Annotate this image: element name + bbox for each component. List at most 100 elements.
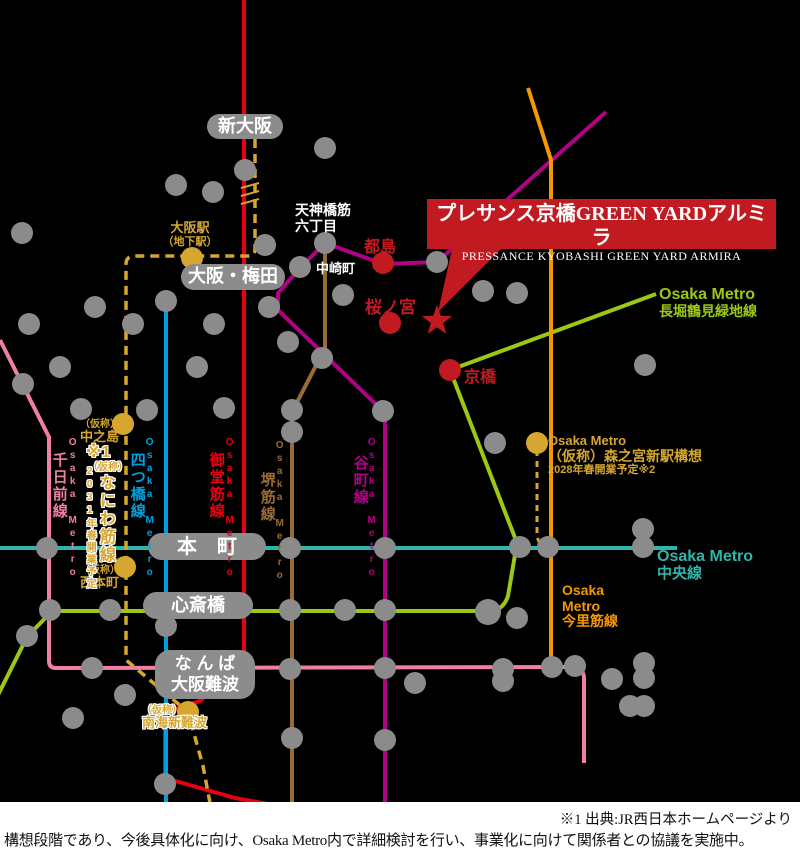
map-label-text: Osaka Metro (144, 437, 156, 580)
map-label-text: なにわ筋線 (96, 474, 114, 564)
map-label-midosuji-line-label: 御堂筋線 (207, 452, 225, 520)
footnote-bar: ※1 出典:JR西日本ホームページより 構想段階であり、今後具体化に向け、Osa… (0, 802, 800, 855)
map-label-kyobashi: 京橋 (464, 369, 496, 387)
map-label-sakaisuji-brand: Osaka Metro (274, 440, 285, 583)
banner-title: プレサンス京橋GREEN YARDアルミラ (436, 203, 767, 249)
station-dot-gray (541, 656, 563, 678)
station-dot-gray (136, 399, 158, 421)
line-break-tick (240, 190, 260, 197)
map-label-text: 西本町 (80, 575, 120, 591)
map-label-naniwasuji-name: なにわ筋線 (96, 474, 114, 564)
map-label-text: 御堂筋線 (207, 452, 225, 520)
station-dot-gray (426, 251, 448, 273)
station-dot-gray (332, 284, 354, 306)
station-dot-gray (632, 536, 654, 558)
map-label-text: 2028年春開業予定※2 (548, 464, 656, 477)
station-dot-gray (16, 625, 38, 647)
station-dot-gold (112, 413, 134, 435)
station-dot-red (439, 359, 461, 381)
map-label-tanimachi-line-label: 谷町線 (351, 455, 369, 506)
map-label-nakazakicho: 中崎町 (316, 261, 355, 277)
station-pill-namba-osaka-namba: な ん ば大阪難波 (155, 650, 255, 699)
banner-subtitle: PRESSANCE KYOBASHI GREEN YARD ARMIRA (461, 249, 742, 263)
station-dot-gray (374, 537, 396, 559)
station-dot-gray (492, 670, 514, 692)
map-label-text: 四つ橋線 (128, 452, 146, 520)
station-dot-gray (62, 707, 84, 729)
station-pill-text: 心斎橋 (171, 594, 225, 615)
footnote-disclaimer: 構想段階であり、今後具体化に向け、Osaka Metro内で詳細検討を行い、事業… (4, 833, 754, 849)
map-label-midosuji-brand: Osaka Metro (224, 437, 235, 580)
station-dot-gray (484, 432, 506, 454)
station-dot-gray (122, 313, 144, 335)
station-dot-gray (36, 537, 58, 559)
station-dot-gray (186, 356, 208, 378)
station-dot-gray (234, 159, 256, 181)
station-dot-gray (254, 234, 276, 256)
map-label-text: Osaka Metro (274, 440, 286, 583)
line-break-tick (240, 182, 260, 189)
station-dot-gray (203, 313, 225, 335)
rail-line-imazatosuji-line (526, 87, 553, 664)
station-dot-gray (632, 518, 654, 540)
station-dot-gray (202, 181, 224, 203)
map-label-text: （仮称） (80, 565, 120, 576)
station-dot-gold (526, 432, 548, 454)
rail-lines-canvas (0, 0, 677, 802)
map-label-sakuranomiya: 桜ノ宮 (365, 298, 416, 317)
map-label-yotsubashi-brand: Osaka Metro (144, 437, 155, 580)
station-dot-gray (114, 684, 136, 706)
map-label-text: 天神橋筋 (295, 202, 351, 218)
site-star-icon (421, 305, 453, 334)
map-label-text: 中之島 (80, 429, 120, 445)
station-dot-gray (279, 599, 301, 621)
station-dot-gray (404, 672, 426, 694)
station-pill-shinsaibashi: 心斎橋 (143, 592, 253, 619)
station-dot-gray (506, 607, 528, 629)
station-pill-osaka-umeda: 大阪・梅田 (181, 264, 285, 290)
station-dot-gray (154, 773, 176, 795)
map-label-tenjimbashisuji-rokuchome: 天神橋筋六丁目 (295, 202, 351, 234)
map-label-osaka-station-underground: 大阪駅（地下駅） (158, 220, 222, 248)
station-pill-text: 大阪難波 (171, 674, 239, 694)
map-label-text: ※1 (86, 444, 111, 461)
rail-map-area: 新大阪大阪・梅田本 町心斎橋な ん ば大阪難波大阪駅（地下駅）天神橋筋六丁目中崎… (0, 0, 776, 802)
map-label-text: （仮称） (80, 419, 120, 430)
map-label-text: 千日前線 (50, 452, 68, 520)
station-dot-gray (99, 599, 121, 621)
map-label-tanimachi-brand: Osaka Metro (366, 437, 377, 580)
banner-pointer (438, 249, 501, 312)
station-dot-red (379, 312, 401, 334)
station-dot-gray (374, 657, 396, 679)
rail-line-morinomiya-link-planned (535, 450, 547, 549)
map-label-text: 南海新難波 (142, 715, 208, 731)
map-label-sennichimae-brand: Osaka Metro (67, 437, 78, 580)
station-dot-gray (314, 137, 336, 159)
station-dot-gray (289, 256, 311, 278)
map-label-text: （仮称） (142, 705, 182, 716)
map-label-text: 京橋 (464, 369, 497, 386)
map-label-text: （仮称） (88, 462, 128, 473)
station-dot-gray (311, 347, 333, 369)
station-dot-gray (12, 373, 34, 395)
rail-line-sennichimae-line (0, 339, 576, 670)
map-label-naniwasuji-opening: 2031年春開業予定 (84, 466, 95, 590)
station-dot-gray (70, 398, 92, 420)
station-dot-gray (165, 174, 187, 196)
station-dot-gray (11, 222, 33, 244)
station-dot-gray (537, 536, 559, 558)
station-dot-gray (277, 331, 299, 353)
map-label-sakaisuji-line-label: 堺筋線 (258, 472, 276, 523)
map-label-text: 堺筋線 (258, 472, 276, 523)
map-label-text: （地下駅） (162, 235, 218, 248)
map-label-yotsubashi-line-label: 四つ橋線 (128, 452, 146, 520)
map-label-text: Osaka Metro (548, 433, 627, 448)
map-label-nishihommachi-planned: （仮称）西本町 (80, 565, 120, 591)
station-pill-text: 大阪・梅田 (188, 266, 278, 287)
map-label-nankai-shin-namba-planned: （仮称）南海新難波 (142, 705, 207, 731)
station-dot-gray (84, 296, 106, 318)
